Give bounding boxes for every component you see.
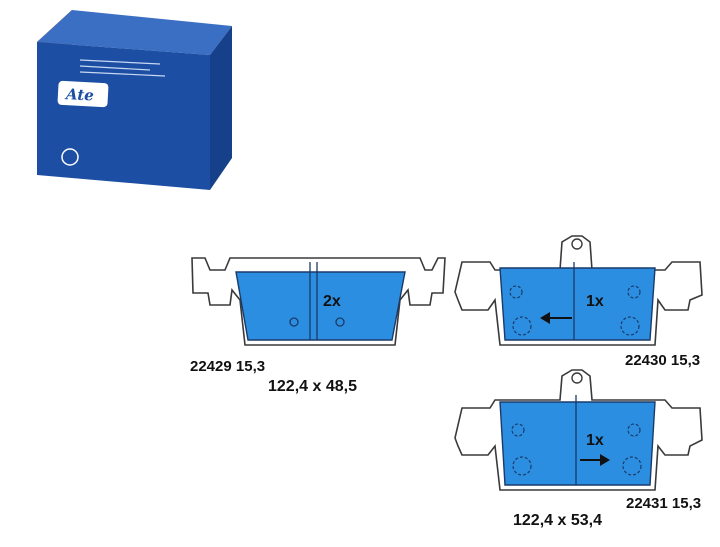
arrow-right-icon <box>580 454 610 466</box>
brake-pad-rear-upper <box>454 235 703 346</box>
svg-text:Ate: Ate <box>64 85 95 105</box>
pad-quantity-rear-lower: 1x <box>586 432 604 449</box>
part-code-rear-lower: 22431 15,3 <box>626 495 702 512</box>
ate-logo: Ate <box>57 80 109 108</box>
clip-icon <box>571 372 583 384</box>
brake-pad-front <box>191 257 446 346</box>
box-top <box>37 10 232 55</box>
clip-icon <box>571 238 583 250</box>
mount-hole-icon <box>335 317 345 327</box>
part-code-front: 22429 15,3 <box>190 358 266 375</box>
box-badge-icon <box>61 148 79 166</box>
dimensions-rear: 122,4 x 53,4 <box>513 512 602 529</box>
part-code-rear-upper: 22430 15,3 <box>625 352 701 369</box>
ate-box: Ate <box>37 10 232 190</box>
brake-pad-rear-lower <box>454 369 703 491</box>
pad-quantity-front: 2x <box>323 293 341 310</box>
mount-hole-icon <box>289 317 299 327</box>
pad-quantity-rear-upper: 1x <box>586 293 604 310</box>
dimensions-front: 122,4 x 48,5 <box>268 378 357 395</box>
arrow-left-icon <box>540 312 572 324</box>
box-front <box>37 42 210 190</box>
